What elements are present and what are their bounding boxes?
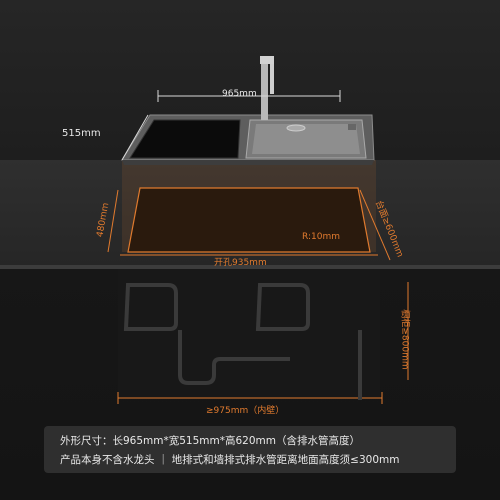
radius-label: R:10mm [302,232,340,242]
depth-dimension-line [121,114,149,161]
faucet-head [260,56,274,64]
cutout-shade [122,160,376,252]
spec-info-box [44,426,456,473]
width-label: 965mm [222,89,257,99]
spec-line-dimensions: 外形尺寸：长965mm*宽515mm*高620mm（含排水管高度） [60,435,360,447]
cutout-width-label: 开孔935mm [214,258,267,268]
drain-pipes [123,283,362,400]
depth-label: 515mm [62,128,101,139]
cabinet-label: 橱柜≥800mm [399,309,410,370]
sink-front-edge [122,160,374,165]
inner-wall-label: ≥975mm（内壁） [206,406,285,416]
cabinet-door [118,269,380,399]
countertop-line [359,189,391,261]
faucet-stem [261,60,268,120]
basin-floor [252,124,360,154]
drain-icon [286,124,306,132]
countertop-edge [0,265,500,269]
cutout-outline [127,187,371,253]
cutout-depth-line [107,189,119,253]
dishwasher-lid [129,119,241,159]
overflow-icon [348,124,356,130]
faucet-spout [270,64,274,94]
spec-line-notes: 产品本身不含水龙头 ｜ 地排式和墙排式排水管距离地面高度须≤300mm [60,454,400,466]
